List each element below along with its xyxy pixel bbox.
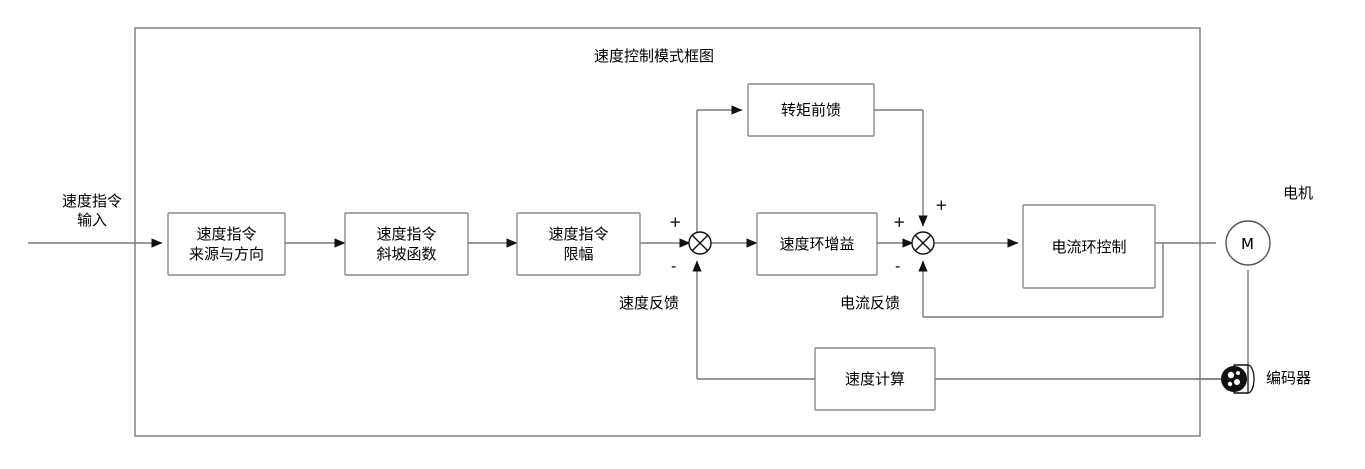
label-speed-feedback: 速度反馈 <box>619 294 680 312</box>
block-cmd-ramp[interactable] <box>344 212 469 276</box>
label-current-feedback: 电流反馈 <box>840 294 901 312</box>
block-cmd-source[interactable] <box>167 212 286 276</box>
block-current-loop[interactable] <box>1022 204 1156 289</box>
encoder-icon <box>1196 364 1255 394</box>
motor-symbol[interactable] <box>1225 220 1271 266</box>
block-torque-ff[interactable] <box>747 83 875 137</box>
motor-label: 电机 <box>1283 184 1314 202</box>
block-speed-calc[interactable] <box>814 347 936 411</box>
sign-plus-sum-current-left: + <box>893 213 906 231</box>
page-title: 速度控制模式框图 <box>594 47 715 65</box>
motor-symbol-letter: M <box>1241 235 1254 253</box>
input-label-line2: 输入 <box>76 211 107 229</box>
summing-junction-speed[interactable] <box>688 231 712 255</box>
sign-minus-sum-speed-bottom: - <box>671 257 677 275</box>
sign-plus-sum-speed-left: + <box>669 213 682 231</box>
input-label-line1: 速度指令 <box>61 192 122 210</box>
encoder-label: 编码器 <box>1266 369 1312 387</box>
block-cmd-limit[interactable] <box>516 212 641 276</box>
sign-minus-sum-current-bottom: - <box>895 257 901 275</box>
sign-plus-sum-current-top: + <box>935 196 948 214</box>
block-speed-gain[interactable] <box>756 212 878 276</box>
summing-junction-current[interactable] <box>911 231 935 255</box>
diagram-outer-frame <box>134 27 1201 437</box>
